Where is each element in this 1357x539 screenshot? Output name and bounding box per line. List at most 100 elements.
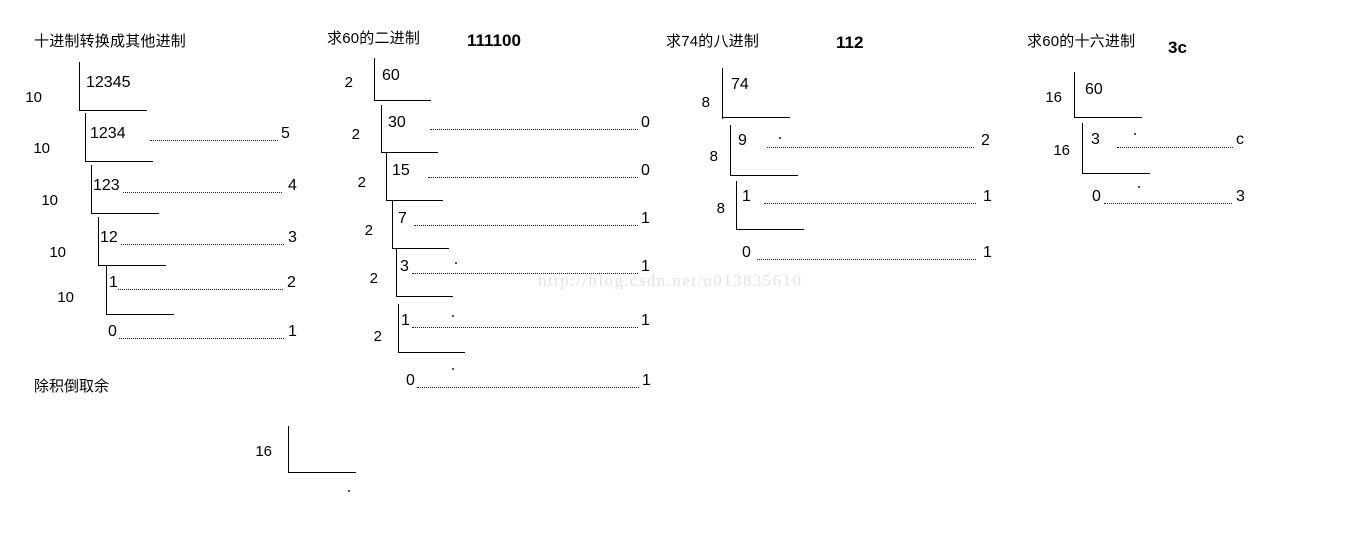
leader-dots (118, 288, 283, 290)
result-sixty-to-binary: 111100 (467, 31, 521, 50)
division-underline (85, 161, 153, 162)
division-underline (98, 265, 166, 266)
divisor-label: 8 (701, 94, 710, 111)
dividend-value: 15 (392, 162, 410, 179)
leader-dots (1117, 146, 1233, 148)
leader-dots (412, 272, 638, 274)
division-underline (79, 110, 147, 111)
remainder-value: 2 (981, 132, 990, 149)
leader-dots (1104, 202, 1232, 204)
remainder-value: 1 (983, 188, 992, 205)
heading-decimal-to-other: 十进制转换成其他进制 (34, 33, 187, 50)
leader-dots (428, 176, 638, 178)
heading-seventyfour-to-octal: 求74的八进制 (666, 33, 760, 50)
remainder-value: 2 (287, 274, 296, 291)
dividend-value: 60 (382, 67, 400, 84)
division-underline (736, 229, 804, 230)
divisor-label: 16 (1045, 89, 1062, 106)
remainder-value: 1 (641, 258, 650, 275)
remainder-value: 4 (288, 177, 297, 194)
leader-dots (757, 258, 976, 260)
division-underline (1082, 173, 1150, 174)
dividend-value: 3 (400, 258, 409, 275)
stray-speck (452, 368, 454, 370)
division-underline (374, 100, 431, 101)
remainder-value: 0 (641, 114, 650, 131)
final-quotient: 0 (742, 244, 751, 261)
division-underline (392, 248, 449, 249)
division-vertical-rule (730, 125, 731, 175)
divisor-label: 10 (25, 89, 42, 106)
division-vertical-rule (91, 165, 92, 213)
division-vertical-rule (392, 201, 393, 248)
dividend-value: 3 (1091, 131, 1100, 148)
final-remainder: 3 (1236, 188, 1245, 205)
remainder-value: 1 (641, 312, 650, 329)
leader-dots (123, 191, 282, 193)
result-seventyfour-to-octal: 112 (836, 33, 864, 52)
divisor-label: 2 (373, 328, 382, 345)
division-underline (730, 175, 798, 176)
final-remainder: 1 (642, 372, 651, 389)
csdn-watermark: http://blog.csdn.net/u013835610 (538, 271, 803, 290)
final-remainder: 1 (983, 244, 992, 261)
stray-speck (455, 262, 457, 264)
remainder-value: 0 (641, 162, 650, 179)
result-sixty-to-hex: 3c (1168, 38, 1187, 57)
divisor-label: 2 (351, 126, 360, 143)
divisor-label: 2 (357, 174, 366, 191)
dividend-value: 60 (1085, 81, 1103, 98)
final-remainder: 1 (288, 323, 297, 340)
dividend-value: 1 (109, 274, 118, 291)
dividend-value: 1 (401, 312, 410, 329)
leader-dots (121, 243, 284, 245)
leader-dots (414, 224, 638, 226)
division-vertical-rule (1074, 72, 1075, 117)
divisor-label: 16 (1053, 142, 1070, 159)
dividend-value: 1 (742, 188, 751, 205)
dividend-value: 123 (93, 177, 120, 194)
leader-dots (412, 326, 638, 328)
division-vertical-rule (288, 426, 289, 472)
leader-dots (767, 146, 974, 148)
dividend-value: 9 (738, 132, 747, 149)
divisor-label: 16 (255, 443, 272, 460)
dividend-value: 1234 (90, 125, 126, 142)
stray-speck (1138, 186, 1140, 188)
division-vertical-rule (106, 266, 107, 314)
division-vertical-rule (374, 58, 375, 100)
divisor-label: 10 (41, 192, 58, 209)
leader-dots (150, 139, 278, 141)
divisor-label: 8 (716, 200, 725, 217)
final-quotient: 0 (108, 323, 117, 340)
dividend-value: 74 (731, 76, 749, 93)
remainder-value: 5 (281, 125, 290, 142)
final-quotient: 0 (406, 372, 415, 389)
final-quotient: 0 (1092, 188, 1101, 205)
remainder-value: c (1236, 131, 1244, 148)
division-underline (106, 314, 174, 315)
division-underline (396, 296, 453, 297)
dividend-value: 12345 (86, 74, 131, 91)
division-underline (381, 152, 438, 153)
division-underline (288, 472, 356, 473)
heading-sixty-to-binary: 求60的二进制 (327, 30, 421, 47)
division-vertical-rule (386, 153, 387, 200)
stray-speck (452, 315, 454, 317)
method-note: 除积倒取余 (34, 378, 110, 395)
division-vertical-rule (79, 62, 80, 110)
dividend-value: 30 (388, 114, 406, 131)
stray-speck (348, 490, 350, 492)
remainder-value: 1 (641, 210, 650, 227)
division-vertical-rule (85, 113, 86, 161)
divisor-label: 10 (33, 140, 50, 157)
divisor-label: 10 (57, 289, 74, 306)
divisor-label: 2 (369, 270, 378, 287)
division-vertical-rule (396, 249, 397, 296)
dividend-value: 12 (100, 229, 118, 246)
stray-speck (1134, 133, 1136, 135)
division-vertical-rule (98, 217, 99, 265)
leader-dots (764, 202, 976, 204)
division-underline (91, 213, 159, 214)
